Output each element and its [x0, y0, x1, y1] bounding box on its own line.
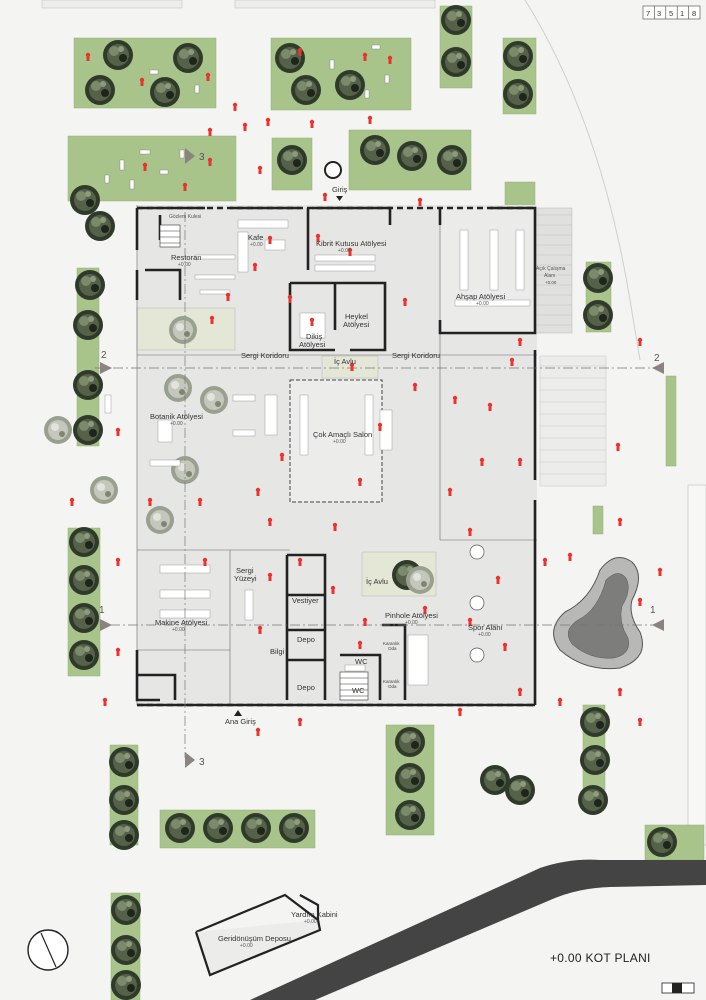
label-giris: Giriş	[332, 185, 348, 194]
label-karanlik-1a: Karanlık	[383, 641, 400, 646]
label-acik-1: Açık Çalışma	[536, 266, 566, 272]
level-kafe: +0.00	[250, 242, 263, 248]
main-entrance-arrow	[234, 710, 242, 716]
label-vestiyer: Vestiyer	[292, 596, 319, 605]
level-spor: +0.00	[478, 632, 491, 638]
level-restoran: +0.00	[178, 262, 191, 268]
axis-label-3-south: 3	[199, 757, 205, 768]
pond	[553, 557, 643, 670]
top-edge	[234, 0, 436, 9]
label-depo-2: Depo	[297, 683, 315, 692]
label-depo-1: Depo	[297, 635, 315, 644]
label-dikis-2: Atölyesi	[299, 340, 326, 349]
level-ahsap: +0.00	[476, 301, 489, 307]
label-karanlik-1b: Oda	[388, 646, 397, 651]
axis-label-3-north: 3	[199, 152, 205, 163]
label-wc-1: WC	[355, 657, 368, 666]
axis-label-2-east: 2	[654, 353, 660, 364]
north-arrow-icon	[27, 929, 69, 971]
label-sergi-2: Yüzeyi	[234, 574, 257, 583]
room-labels: Gözlem Kulesi Kafe +0.00 Restoran +0.00 …	[150, 185, 566, 949]
entrance-ring	[324, 161, 342, 179]
plan-title: +0.00 KOT PLANI	[550, 951, 651, 965]
code-digit-1: 7	[646, 9, 650, 18]
code-digit-5: 8	[692, 9, 696, 18]
label-karanlik-2b: Oda	[388, 684, 397, 689]
label-yardim: Yardım Kabini	[291, 910, 338, 919]
stairs	[159, 224, 369, 701]
label-dikis-1: Dikiş	[306, 332, 322, 341]
label-botanik: Botanik Atölyesi	[150, 412, 203, 421]
axis-label-2-west: 2	[101, 350, 107, 361]
stepped-seating	[539, 355, 607, 487]
deck-lines	[536, 214, 572, 326]
code-digit-3: 5	[669, 9, 673, 18]
code-boxes: 7 3 5 1 8	[642, 5, 701, 20]
axis-label-1-east: 1	[650, 605, 656, 616]
level-pinhole: +0.00	[405, 620, 418, 626]
right-strip	[687, 484, 706, 846]
level-kibrit: +0.00	[338, 248, 351, 254]
label-kibrit: Kibrit Kutusu Atölyesi	[316, 239, 387, 248]
label-ana-giris: Ana Giriş	[225, 717, 256, 726]
label-pinhole: Pinhole Atölyesi	[385, 611, 438, 620]
label-spor: Spor Alanı	[468, 623, 503, 632]
level-makine: +0.00	[172, 627, 185, 633]
road	[250, 859, 706, 1000]
code-digit-4: 1	[680, 9, 684, 18]
level-yardim: +0.00	[304, 919, 317, 925]
open-work-deck	[535, 207, 573, 334]
sport-equipment	[469, 544, 485, 663]
top-edge	[41, 0, 183, 9]
axis-markers	[100, 148, 664, 768]
label-wc-2: WC	[352, 686, 365, 695]
label-sergi-koridoru-east: Sergi Koridoru	[392, 351, 440, 360]
label-heykel-1: Heykel	[345, 312, 368, 321]
label-ic-avlu-north: İç Avlu	[334, 357, 356, 366]
level-geri: +0.00	[240, 943, 253, 949]
code-digit-2: 3	[657, 9, 661, 18]
axis-label-1-west: 1	[99, 605, 105, 616]
label-geri: Geridönüşüm Deposu	[218, 934, 291, 943]
label-sergi-koridoru-west: Sergi Koridoru	[241, 351, 289, 360]
level-cok-amacli: +0.00	[333, 439, 346, 445]
label-bilgi: Bilgi	[270, 647, 285, 656]
entrance-arrow	[336, 196, 343, 201]
label-restoran: Restoran	[171, 253, 201, 262]
level-botanik: +0.00	[170, 421, 183, 427]
curved-path	[524, 0, 641, 361]
wall-dashes	[137, 206, 535, 707]
seating-steps	[540, 365, 606, 475]
label-acik-2: Alanı	[544, 273, 555, 279]
level-acik: +0.00	[545, 280, 557, 285]
courtyard-center	[321, 355, 379, 379]
label-karanlik-2a: Karanlık	[383, 679, 400, 684]
annex-building	[194, 893, 322, 977]
label-ahsap: Ahşap Atölyesi	[456, 292, 506, 301]
label-cok-amacli: Çok Amaçlı Salon	[313, 430, 372, 439]
scale-bar-icon	[661, 982, 695, 994]
label-gozlem: Gözlem Kulesi	[169, 214, 201, 220]
label-heykel-2: Atölyesi	[343, 320, 370, 329]
label-makine: Makine Atölyesi	[155, 618, 207, 627]
label-ic-avlu-south: İç Avlu	[366, 577, 388, 586]
label-kafe: Kafe	[248, 233, 263, 242]
label-sergi-1: Sergi	[236, 566, 254, 575]
column-grid	[95, 212, 660, 758]
